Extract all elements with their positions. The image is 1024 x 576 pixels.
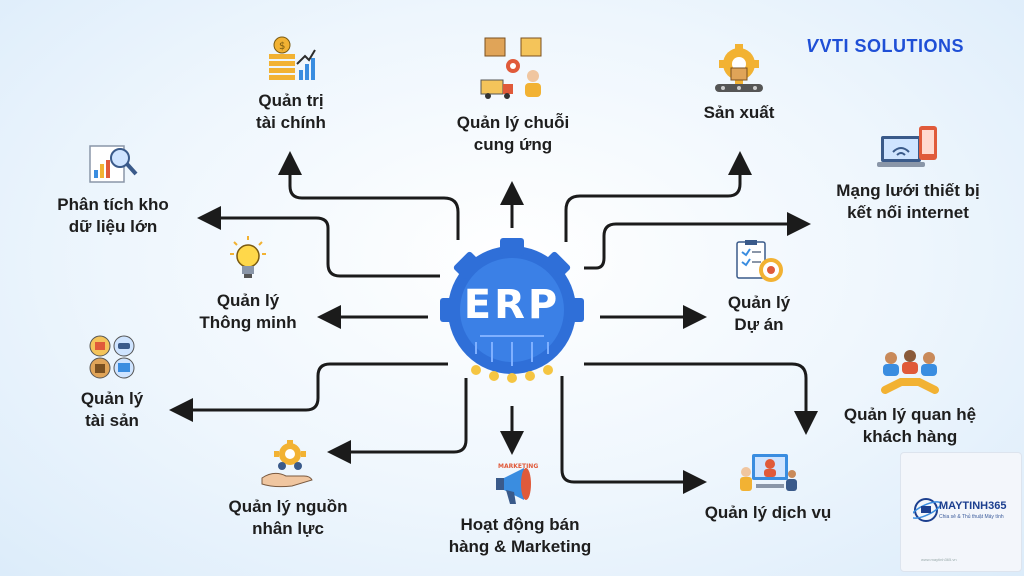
module-label-line: Quản lý nguồn [228, 497, 348, 516]
connector-hr [327, 378, 468, 464]
connected-devices-icon [877, 126, 937, 167]
module-label-line: Quản lý dịch vụ [704, 503, 832, 522]
megaphone-icon: MARKETING [496, 463, 538, 504]
factory-gear-icon [715, 44, 763, 92]
erp-hub: ERP [436, 238, 588, 393]
module-label-line: Hoạt động bán [460, 515, 580, 534]
module-label-line: tài sản [85, 411, 139, 430]
module-label-line: Quản lý [727, 293, 791, 312]
module-project: Quản lý Dự án [704, 240, 814, 336]
watermark-title: MAYTINH365 [939, 500, 1007, 512]
human-resources-icon [261, 440, 313, 488]
module-label-line: dữ liệu lớn [68, 217, 158, 236]
module-finance: $ Quản trị tài chính [236, 36, 346, 134]
module-label-line: nhân lực [252, 519, 324, 538]
module-sales-marketing: MARKETING Hoạt động bán hàng & Marketing [432, 460, 608, 558]
module-label-line: Thông minh [199, 313, 297, 332]
svg-text:$: $ [279, 41, 285, 52]
module-crm: Quản lý quan hệ khách hàng [832, 350, 988, 448]
connector-crm [584, 362, 818, 435]
module-label-line: Quản lý chuỗi [456, 113, 570, 132]
supply-chain-icon [480, 37, 542, 99]
module-label-line: cung ứng [473, 135, 553, 154]
customer-service-icon [740, 454, 797, 491]
module-big-data: Phân tích kho dữ liệu lớn [38, 142, 188, 238]
module-label-line: khách hàng [862, 427, 958, 446]
brand-logo: VVTI SOLUTIONS [806, 36, 964, 57]
watermark-subtitle: Chia sẻ & Thủ thuật Máy tính [939, 514, 1004, 520]
module-label-line: Sản xuất [703, 103, 775, 122]
module-label-line: Quản lý [216, 291, 280, 310]
brand-logo-mark: V [806, 36, 819, 56]
module-label-line: Quản trị [258, 91, 324, 110]
project-target-icon [736, 240, 783, 282]
connector-service [560, 376, 707, 494]
watermark-footer: www.maytinh365.vn [921, 557, 957, 562]
erp-gear-icon [440, 238, 584, 383]
module-label-line: Quản lý [80, 389, 144, 408]
connector-finance [278, 151, 460, 240]
module-smart: Quản lý Thông minh [188, 234, 308, 334]
module-label-line: hàng & Marketing [448, 537, 592, 556]
module-supply-chain: Quản lý chuỗi cung ứng [438, 36, 588, 156]
assets-icon [89, 335, 135, 379]
finance-chart-icon: $ [269, 36, 316, 80]
module-label-line: kết nối internet [847, 203, 969, 222]
module-label-line: Phân tích kho [57, 195, 169, 214]
watermark-badge: MAYTINH365 Chia sẻ & Thủ thuật Máy tính … [900, 452, 1022, 572]
module-hr: Quản lý nguồn nhân lực [216, 440, 360, 540]
megaphone-icon-label: MARKETING [498, 463, 538, 470]
connector-production [564, 151, 752, 242]
data-analysis-icon [89, 145, 138, 183]
globe-logo-icon [913, 498, 941, 522]
lightbulb-icon [230, 236, 266, 278]
connector-bigdata [197, 206, 440, 278]
connector-assets [169, 362, 448, 422]
module-service: Quản lý dịch vụ [688, 450, 848, 524]
module-label-line: tài chính [256, 113, 326, 132]
brand-name: VTI SOLUTIONS [819, 36, 965, 56]
handshake-icon [881, 350, 939, 394]
module-assets: Quản lý tài sản [60, 334, 164, 432]
module-production: Sản xuất [684, 44, 794, 124]
erp-hub-label: ERP [463, 282, 561, 328]
module-label-line: Quản lý quan hệ [843, 405, 977, 424]
module-label-line: Mạng lưới thiết bị [836, 181, 980, 200]
connector-iot [584, 212, 811, 270]
module-label-line: Dự án [734, 315, 784, 334]
module-iot: Mạng lưới thiết bị kết nối internet [818, 124, 998, 224]
